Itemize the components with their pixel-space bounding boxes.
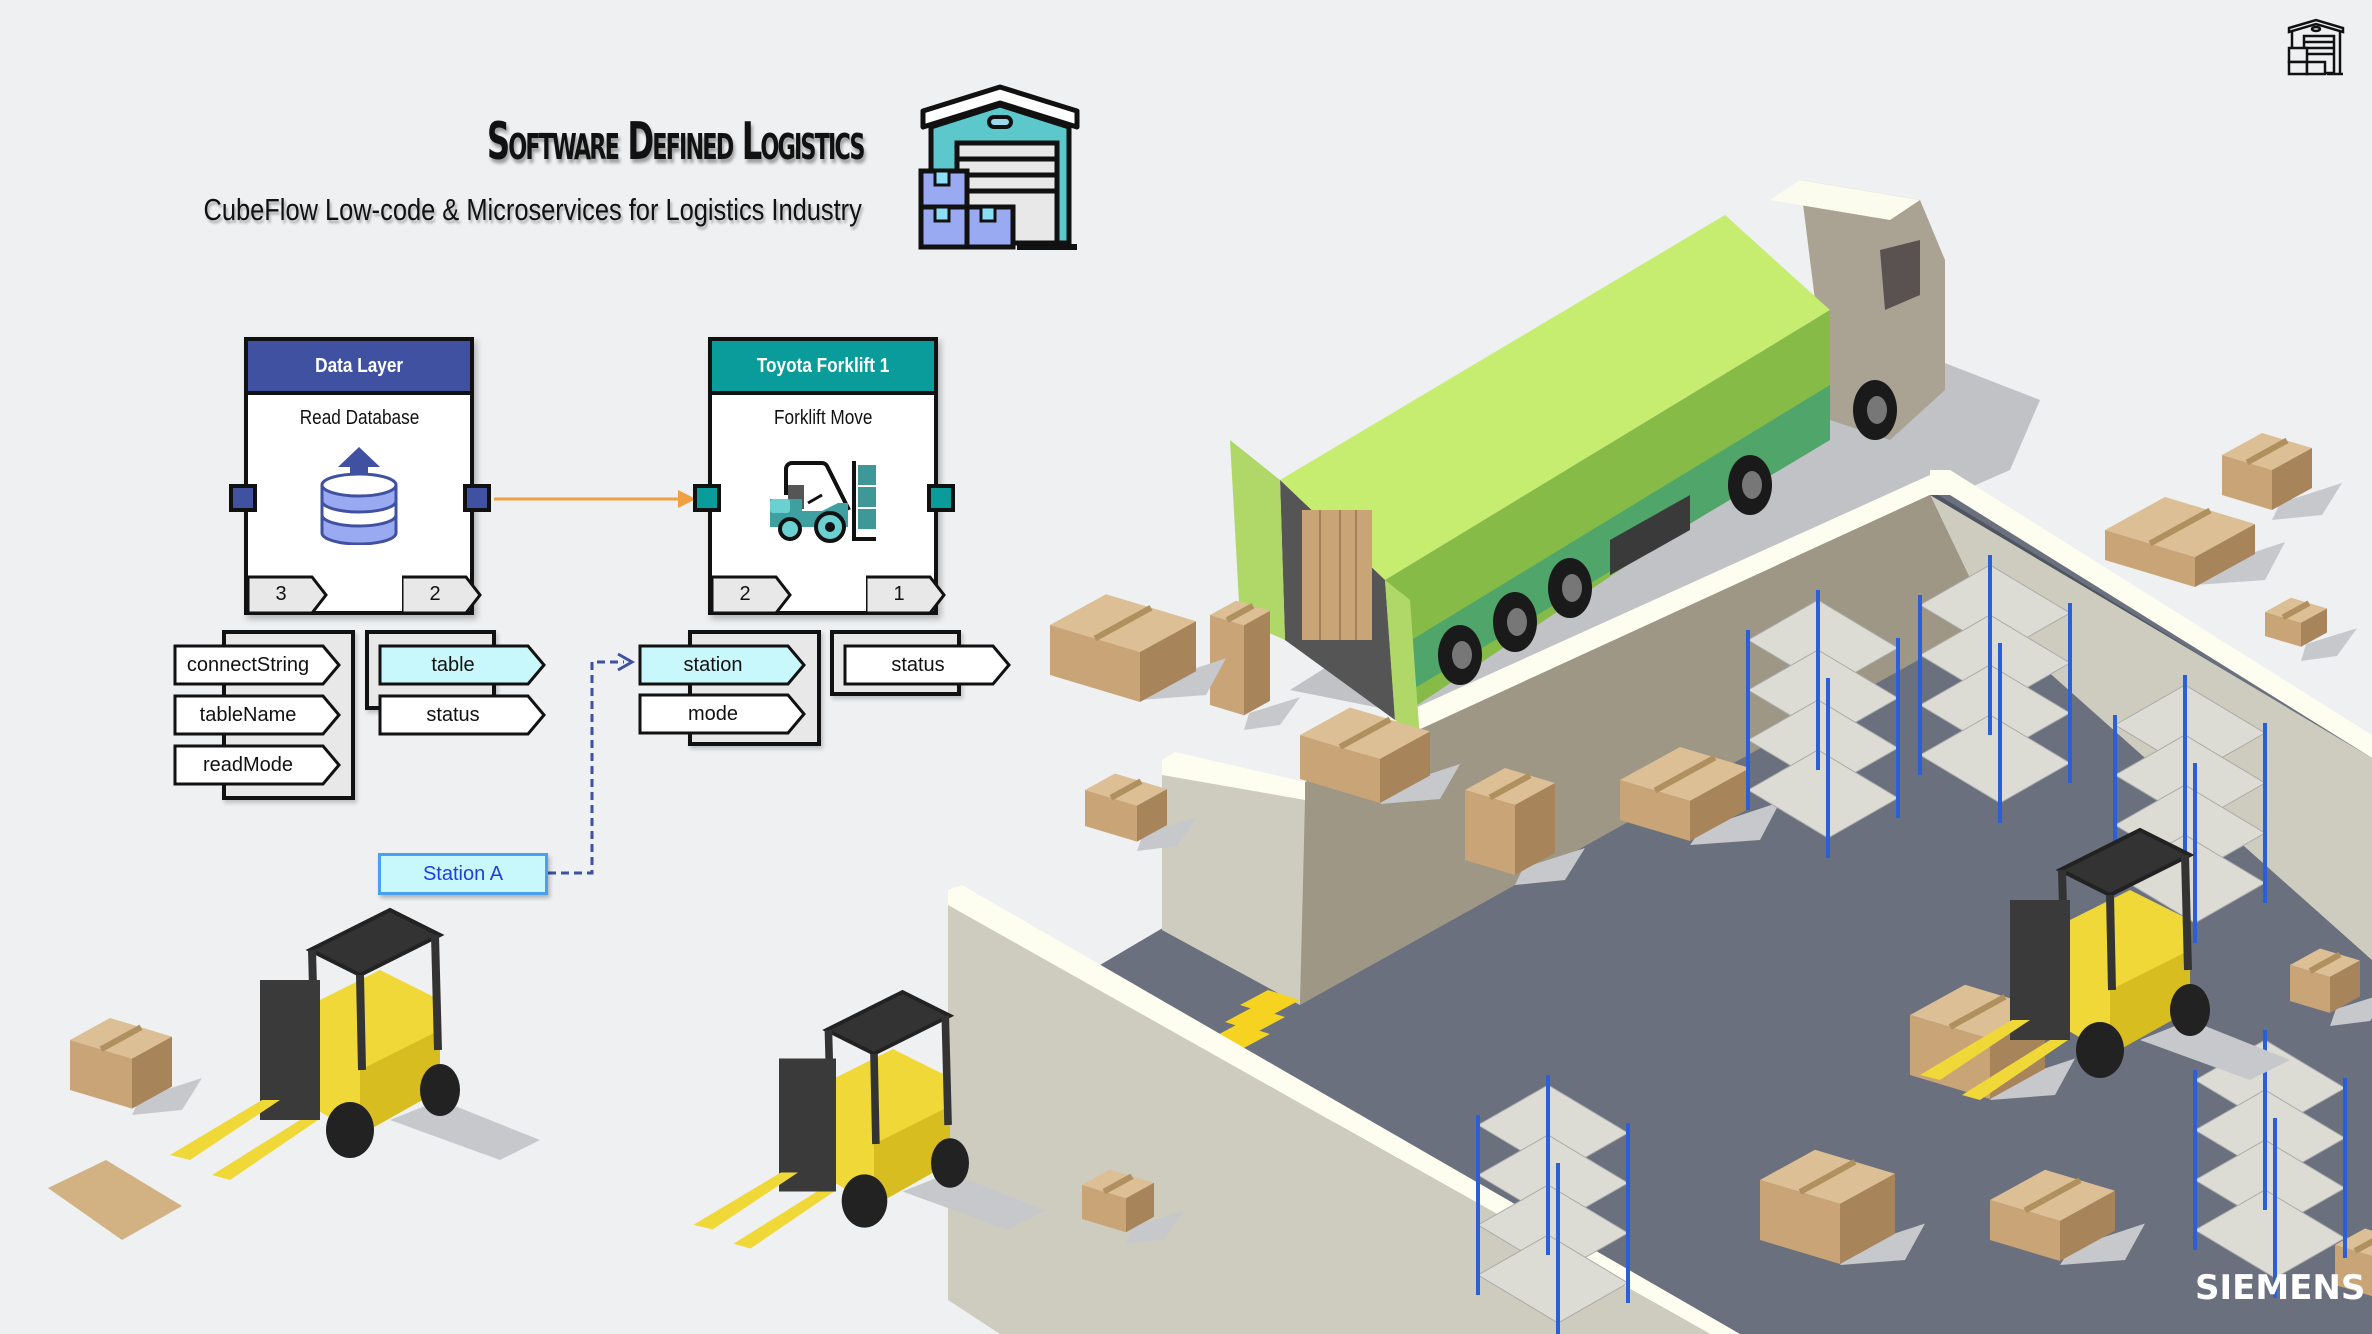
connections-layer: [494, 490, 696, 875]
wall-top-back: [1300, 475, 1930, 782]
output-port[interactable]: [927, 484, 955, 512]
param-tablename[interactable]: tableName: [173, 694, 345, 736]
node-header: Toyota Forklift 1: [712, 341, 934, 395]
cardboard-boxes: [48, 433, 2372, 1297]
box-pallet: [1990, 1169, 2145, 1265]
cardboard-box: [1082, 1169, 1184, 1244]
cardboard-box: [2222, 433, 2342, 520]
input-count-badge[interactable]: 3: [248, 575, 328, 615]
wall-top-end: [1162, 752, 1305, 800]
cardboard-box: [70, 1018, 202, 1115]
forklift-warehouse: [1920, 827, 2290, 1100]
cardboard-box: [1085, 773, 1197, 851]
pallet-stack: [1620, 747, 1780, 845]
input-port[interactable]: [229, 484, 257, 512]
node-header: Data Layer: [248, 341, 470, 395]
box-pallet: [1760, 1149, 1925, 1265]
param-connectstring[interactable]: connectString: [173, 644, 345, 686]
node-title: Forklift Move: [773, 407, 873, 429]
node-title: Read Database: [299, 407, 419, 429]
param-readmode[interactable]: readMode: [173, 744, 345, 786]
output-port[interactable]: [463, 484, 491, 512]
param-status[interactable]: status: [843, 644, 1015, 686]
wall-end: [1162, 775, 1305, 1005]
database-upload-icon: [320, 447, 398, 545]
flat-box: [48, 1160, 182, 1240]
forklift-icon: [770, 461, 876, 543]
shelf-rack: [1476, 1075, 1630, 1334]
tall-box: [1210, 600, 1300, 730]
node-data-layer[interactable]: Data Layer Read Database 3 2: [244, 337, 482, 615]
param-station[interactable]: station: [638, 644, 810, 686]
cardboard-box: [2265, 597, 2357, 661]
shelf-rack: [1918, 555, 2072, 823]
truck: [1230, 180, 1945, 740]
page-subtitle: CubeFlow Low-code & Microservices for Lo…: [203, 192, 862, 227]
shelf-rack: [1746, 590, 1900, 858]
forklift-left: [170, 907, 540, 1180]
box-pallet: [1465, 768, 1585, 885]
page-title: Software Defined Logistics: [487, 112, 866, 172]
box-pallet: [1050, 594, 1226, 702]
param-mode[interactable]: mode: [638, 693, 810, 735]
forklift-illustrations: [170, 827, 2290, 1249]
warehouse-outline-icon[interactable]: [2287, 18, 2345, 76]
constant-station-a[interactable]: Station A: [378, 853, 548, 895]
param-table[interactable]: table: [378, 644, 550, 686]
binding-line[interactable]: [548, 660, 624, 875]
connection-arrow-icon: [678, 490, 696, 508]
input-port[interactable]: [693, 484, 721, 512]
binding-arrow-icon: [617, 652, 636, 672]
param-status[interactable]: status: [378, 694, 550, 736]
forklift-center: [693, 989, 1045, 1249]
input-count-badge[interactable]: 2: [712, 575, 792, 615]
cardboard-box: [2290, 948, 2372, 1026]
warehouse-floor: [1100, 475, 2372, 1334]
output-count-badge[interactable]: 2: [402, 575, 482, 615]
box-pallet: [1300, 707, 1460, 804]
pallet-stack: [2105, 497, 2285, 587]
output-count-badge[interactable]: 1: [866, 575, 946, 615]
siemens-logo: SIEMENS: [2195, 1268, 2366, 1308]
wall-top-right: [1930, 470, 2372, 758]
node-toyota-forklift-1[interactable]: Toyota Forklift 1 Forklift Move 2 1: [708, 337, 946, 615]
warehouse-icon: [918, 84, 1080, 250]
